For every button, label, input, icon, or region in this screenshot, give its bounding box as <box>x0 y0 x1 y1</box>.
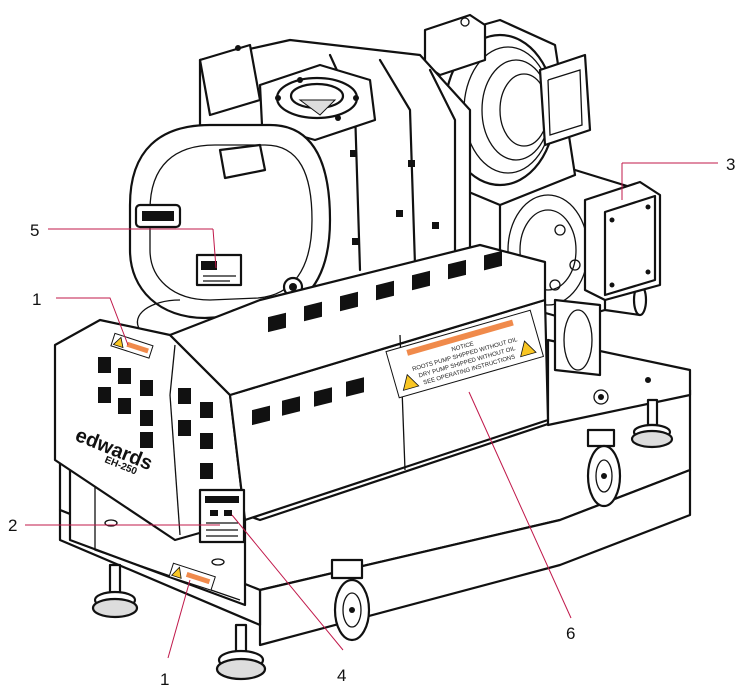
callout-1-top: 1 <box>32 290 41 309</box>
castor-wheels <box>330 428 622 642</box>
terminal-box <box>583 180 662 302</box>
warning-label-top <box>110 332 154 359</box>
warning-label-bottom <box>168 562 216 591</box>
foot-front-mid <box>215 623 267 681</box>
castor-wheel-front <box>330 558 371 642</box>
callout-numbers: 1 2 3 4 5 6 1 <box>8 155 735 689</box>
leader-line-5-drop <box>212 228 217 269</box>
callout-1-bottom: 1 <box>160 670 169 689</box>
leader-line-4 <box>231 514 344 651</box>
notice-header-bar <box>406 319 514 356</box>
leader-line-1-top <box>56 297 129 346</box>
leader-lines <box>25 162 718 659</box>
callout-2: 2 <box>8 516 17 535</box>
callout-5: 5 <box>30 221 39 240</box>
castor-wheel-rear <box>586 428 622 508</box>
electrical-panel <box>198 488 246 544</box>
callout-6: 6 <box>566 624 575 643</box>
leveling-feet <box>91 398 674 681</box>
callout-4: 4 <box>337 666 346 685</box>
front-vents <box>252 250 502 426</box>
side-vents <box>98 357 213 479</box>
foot-rear-right <box>630 398 674 449</box>
foot-front-left <box>91 563 139 619</box>
leader-line-6 <box>468 391 572 619</box>
warning-label-stripe <box>126 341 149 354</box>
callout-3: 3 <box>726 155 735 174</box>
leader-line-1-bottom <box>167 579 191 659</box>
